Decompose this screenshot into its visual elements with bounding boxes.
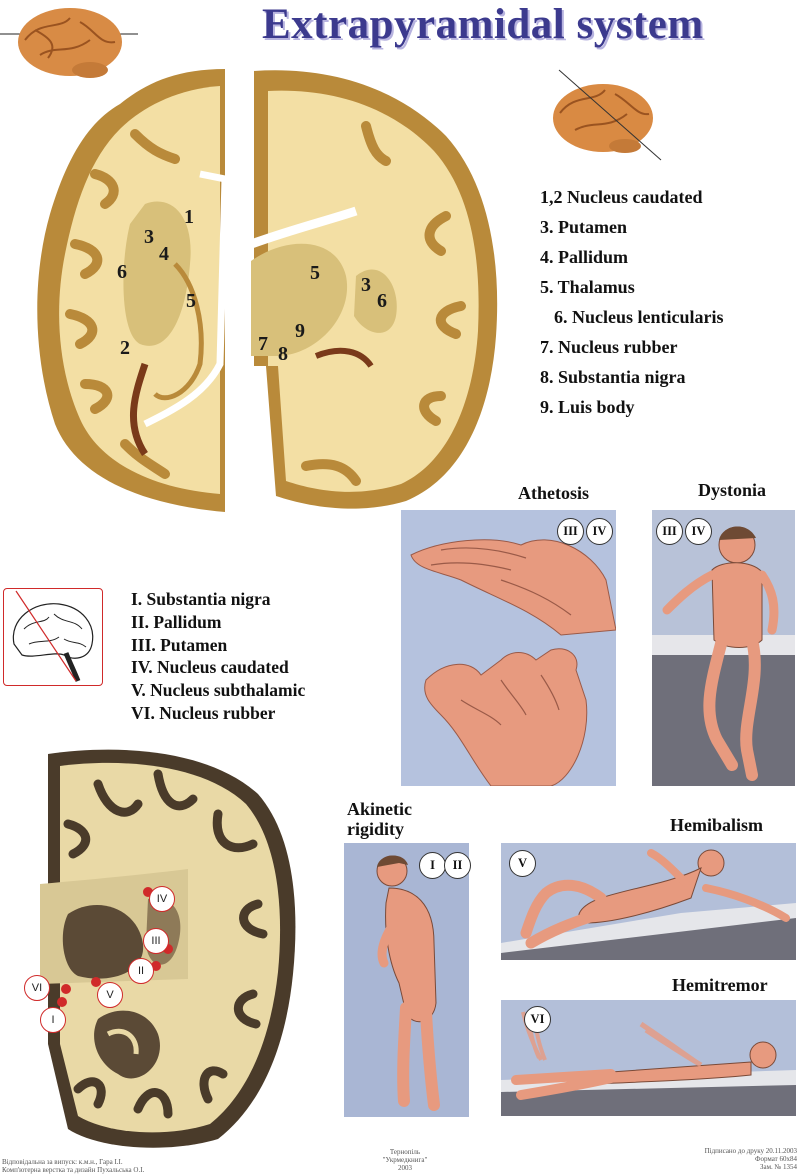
section-left-number-1: 1	[184, 206, 194, 228]
athetosis-caption: Athetosis	[518, 483, 589, 503]
athetosis-panel	[401, 510, 616, 786]
section-left-number-3: 3	[144, 226, 154, 248]
footer-right: Підписано до друку 20.11.2003 Формат 60x…	[680, 1147, 797, 1171]
section-right-number-8: 8	[278, 343, 288, 365]
footer-center-line1: Тернопіль	[389, 1148, 421, 1156]
footer-left: Відповідальна за випуск: к.м.н., Гара І.…	[2, 1158, 144, 1174]
legend-item: 6. Nucleus lenticularis	[554, 307, 724, 327]
roman-legend-item: II. Pallidum	[131, 611, 222, 632]
sagittal-brain-thumbnail	[3, 588, 103, 686]
athetosis-badge-III: III	[557, 518, 584, 545]
dystonia-badge-IV: IV	[685, 518, 712, 545]
akinetic-panel	[344, 843, 469, 1117]
section-left-number-5: 5	[186, 290, 196, 312]
section-left-number-6: 6	[117, 261, 127, 283]
page-title: Extrapyramidal system	[262, 1, 704, 48]
legend-item: 1,2 Nucleus caudated	[540, 187, 703, 207]
roman-legend-item: IV. Nucleus caudated	[131, 657, 289, 678]
legend-item: 5. Thalamus	[540, 277, 635, 297]
akinetic-caption: Akinetic rigidity	[347, 799, 412, 839]
coronal-marker-VI: VI	[24, 975, 50, 1001]
roman-legend-item: V. Nucleus subthalamic	[131, 680, 306, 701]
hemibalism-badge-V: V	[509, 850, 536, 877]
coronal-section	[38, 744, 300, 1154]
brain-thumbnail-left	[0, 0, 140, 85]
roman-legend-item: III. Putamen	[131, 634, 228, 655]
dystonia-caption: Dystonia	[698, 480, 767, 500]
section-right-number-7: 7	[258, 333, 268, 355]
section-right-number-5: 5	[310, 262, 320, 284]
footer-center-line2: "Укрмедкнига"	[382, 1156, 428, 1164]
footer-center: Тернопіль "Укрмедкнига" 2003	[380, 1148, 430, 1172]
legend-item: 7. Nucleus rubber	[540, 337, 678, 357]
coronal-marker-IV: IV	[149, 886, 175, 912]
coronal-marker-II: II	[128, 958, 154, 984]
legend-item: 9. Luis body	[540, 397, 635, 417]
section-right-number-9: 9	[295, 320, 305, 342]
hemibalism-panel	[501, 843, 796, 960]
hemitremor-panel	[501, 1000, 796, 1116]
hemibalism-caption: Hemibalism	[670, 815, 763, 835]
footer-right-line3: Зам. № 1354	[760, 1163, 797, 1171]
footer-right-line2: Формат 60x84	[754, 1155, 797, 1163]
horizontal-section-right	[246, 66, 501, 516]
akinetic-caption-line1: Akinetic	[347, 799, 412, 819]
roman-legend-item: VI. Nucleus rubber	[131, 702, 276, 723]
akinetic-badge-I: I	[419, 852, 446, 879]
coronal-marker-III: III	[143, 928, 169, 954]
section-left-number-2: 2	[120, 337, 130, 359]
horizontal-section-left	[25, 64, 235, 514]
legend-item: 4. Pallidum	[540, 247, 629, 267]
dystonia-badge-III: III	[656, 518, 683, 545]
section-right-number-6: 6	[377, 290, 387, 312]
dystonia-panel	[652, 510, 795, 786]
structures-legend: 1,2 Nucleus caudated 3. Putamen 4. Palli…	[540, 182, 724, 422]
akinetic-caption-line2: rigidity	[347, 819, 404, 839]
section-right-number-3: 3	[361, 274, 371, 296]
hemitremor-caption: Hemitremor	[672, 975, 768, 995]
coronal-marker-V: V	[97, 982, 123, 1008]
brain-thumbnail-right	[545, 68, 670, 168]
roman-legend: I. Substantia nigra II. Pallidum III. Pu…	[131, 588, 305, 725]
footer-right-line1: Підписано до друку 20.11.2003	[704, 1147, 797, 1155]
footer-left-line2: Комп'ютерна верстка та дизайн Пухальська…	[2, 1166, 145, 1174]
athetosis-badge-IV: IV	[586, 518, 613, 545]
roman-legend-item: I. Substantia nigra	[131, 589, 271, 609]
legend-item: 8. Substantia nigra	[540, 367, 686, 387]
section-left-number-4: 4	[159, 243, 169, 265]
hemitremor-badge-VI: VI	[524, 1006, 551, 1033]
legend-item: 3. Putamen	[540, 217, 627, 237]
akinetic-badge-II: II	[444, 852, 471, 879]
footer-left-line1: Відповідальна за випуск: к.м.н., Гара І.…	[2, 1158, 123, 1166]
footer-center-line3: 2003	[398, 1164, 412, 1172]
coronal-marker-I: I	[40, 1007, 66, 1033]
